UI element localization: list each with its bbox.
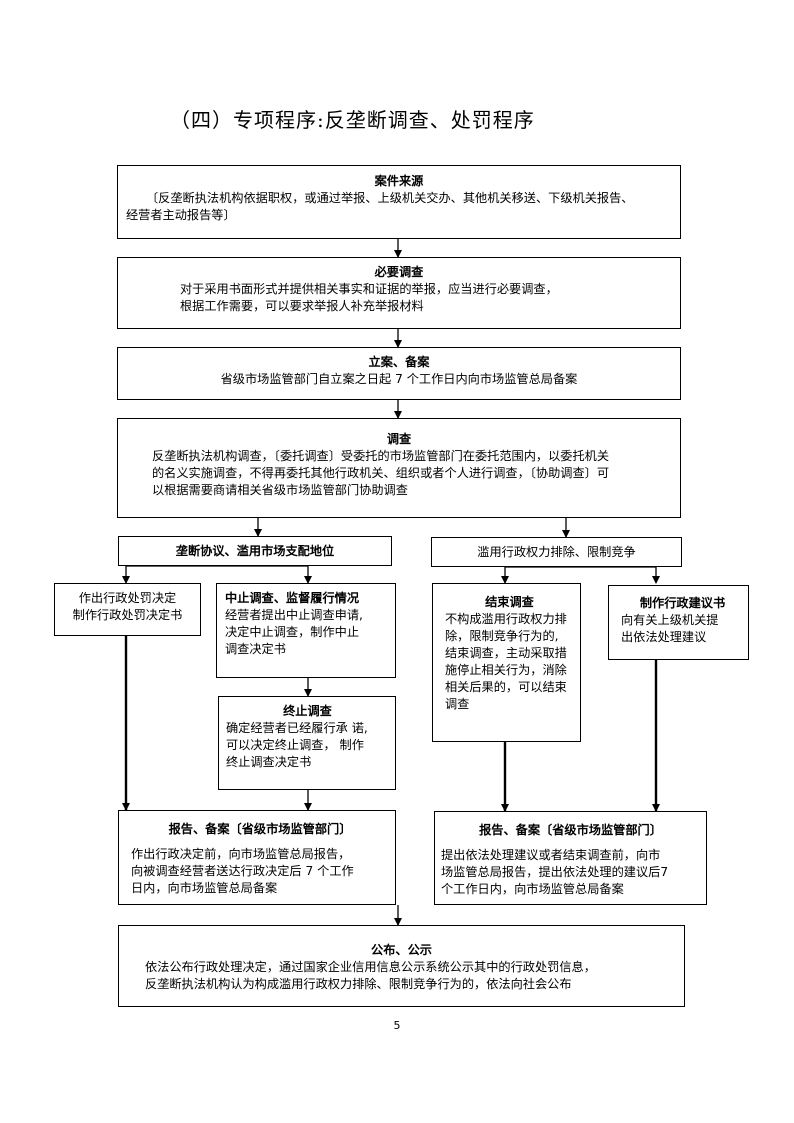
case-source-box: 案件来源 〔反垄断执法机构依据职权，或通过举报、上级机关交办、其他机关移送、下级…	[117, 165, 681, 239]
terminate-investigation-line-3: 终止调查决定书	[226, 755, 312, 769]
report-filing-right-line-2: 场监管总局报告，提出依法处理的建议后7	[441, 865, 669, 879]
end-investigation-line-3: 结束调查，主动采取措	[445, 646, 567, 660]
page-number: 5	[393, 1019, 401, 1032]
penalty-decision-title: 作出行政处罚决定	[78, 591, 177, 605]
report-filing-left-line-1: 作出行政决定前，向市场监管总局报告，	[131, 847, 351, 861]
end-investigation-line-4: 施停止相关行为，消除	[445, 663, 567, 677]
end-investigation-line-5: 相关后果的，可以结束	[445, 680, 567, 694]
publish-box: 公布、公示 依法公布行政处理决定，通过国家企业信用信息公示系统公示其中的行政处罚…	[118, 925, 685, 1007]
filing-title: 立案、备案	[368, 355, 430, 369]
suggestion-letter-line-2: 出依法处理建议	[621, 630, 707, 644]
page-title: （四）专项程序:反垄断调查、处罚程序	[170, 108, 535, 132]
report-filing-right-line-3: 个工作日内，向市场监管总局备案	[441, 882, 624, 896]
filing-box: 立案、备案 省级市场监管部门自立案之日起 7 个工作日内向市场监管总局备案	[117, 347, 681, 400]
terminate-investigation-box: 终止调查 确定经营者已经履行承 诺, 可以决定终止调查， 制作 终止调查决定书	[218, 696, 396, 790]
investigation-line-2: 的名义实施调查，不得再委托其他行政机关、组织或者个人进行调查，〔协助调查〕可	[152, 466, 610, 480]
suspend-investigation-line-1: 经营者提出中止调查申请,	[225, 608, 363, 622]
report-filing-right-line-1: 提出依法处理建议或者结束调查前，向市	[441, 848, 661, 862]
investigation-line-3: 以根据需要商请相关省级市场监管部门协助调查	[152, 483, 408, 497]
penalty-decision-line-1: 制作行政处罚决定书	[72, 608, 183, 622]
branch-admin-power-title: 滥用行政权力排除、限制竞争	[477, 545, 636, 559]
case-source-line-2: 经营者主动报告等〕	[126, 208, 236, 222]
report-filing-right-title: 报告、备案〔省级市场监管部门〕	[479, 823, 662, 837]
publish-line-1: 依法公布行政处理决定，通过国家企业信用信息公示系统公示其中的行政处罚信息，	[145, 960, 596, 974]
end-investigation-line-2: 除，限制竞争行为的,	[445, 629, 559, 643]
publish-line-2: 反垄断执法机构认为构成滥用行政权力排除、限制竞争行为的，依法向社会公布	[145, 977, 572, 991]
terminate-investigation-line-1: 确定经营者已经履行承 诺,	[226, 721, 368, 735]
investigation-box: 调查 反垄断执法机构调查，〔委托调查〕受委托的市场监管部门在委托范围内，以委托机…	[117, 418, 681, 518]
suggestion-letter-title: 制作行政建议书	[639, 596, 726, 610]
end-investigation-box: 结束调查 不构成滥用行政权力排 除，限制竞争行为的, 结束调查，主动采取措 施停…	[432, 583, 581, 742]
suspend-investigation-title: 中止调查、监督履行情况	[225, 591, 360, 605]
investigation-title: 调查	[386, 432, 412, 446]
suspend-investigation-line-2: 决定中止调查，制作中止	[225, 625, 360, 639]
case-source-title: 案件来源	[374, 174, 424, 188]
end-investigation-title: 结束调查	[485, 595, 534, 609]
publish-title: 公布、公示	[371, 943, 432, 957]
terminate-investigation-line-2: 可以决定终止调查， 制作	[226, 738, 364, 752]
terminate-investigation-title: 终止调查	[283, 704, 332, 718]
end-investigation-line-1: 不构成滥用行政权力排	[445, 612, 567, 626]
necessary-investigation-title: 必要调查	[374, 265, 424, 279]
branch-monopoly-title: 垄断协议、滥用市场支配地位	[175, 544, 335, 558]
case-source-line-1: 〔反垄断执法机构依据职权，或通过举报、上级机关交办、其他机关移送、下级机关报告、	[146, 191, 634, 205]
necessary-investigation-line-2: 根据工作需要，可以要求举报人补充举报材料	[180, 299, 424, 313]
investigation-line-1: 反垄断执法机构调查，〔委托调查〕受委托的市场监管部门在委托范围内，以委托机关	[152, 449, 610, 463]
report-filing-left-line-3: 日内，向市场监管总局备案	[131, 881, 278, 895]
penalty-decision-box: 作出行政处罚决定 制作行政处罚决定书	[54, 583, 201, 636]
end-investigation-line-6: 调查	[445, 697, 470, 711]
suspend-investigation-line-3: 调查决定书	[225, 642, 286, 656]
necessary-investigation-box: 必要调查 对于采用书面形式并提供相关事实和证据的举报，应当进行必要调查， 根据工…	[117, 257, 681, 329]
report-filing-left-title: 报告、备案〔省级市场监管部门〕	[168, 822, 352, 836]
report-filing-left-box: 报告、备案〔省级市场监管部门〕 作出行政决定前，向市场监管总局报告， 向被调查经…	[118, 810, 396, 905]
report-filing-left-line-2: 向被调查经营者送达行政决定后 7 个工作	[131, 864, 354, 878]
necessary-investigation-line-1: 对于采用书面形式并提供相关事实和证据的举报，应当进行必要调查，	[180, 282, 558, 296]
branch-monopoly-box: 垄断协议、滥用市场支配地位	[118, 536, 392, 566]
suggestion-letter-line-1: 向有关上级机关提	[621, 613, 719, 627]
suggestion-letter-box: 制作行政建议书 向有关上级机关提 出依法处理建议	[608, 585, 749, 660]
suspend-investigation-box: 中止调查、监督履行情况 经营者提出中止调查申请, 决定中止调查，制作中止 调查决…	[216, 583, 396, 678]
branch-admin-power-box: 滥用行政权力排除、限制竞争	[431, 537, 682, 567]
filing-line-1: 省级市场监管部门自立案之日起 7 个工作日内向市场监管总局备案	[220, 372, 578, 386]
report-filing-right-box: 报告、备案〔省级市场监管部门〕 提出依法处理建议或者结束调查前，向市 场监管总局…	[434, 811, 707, 905]
